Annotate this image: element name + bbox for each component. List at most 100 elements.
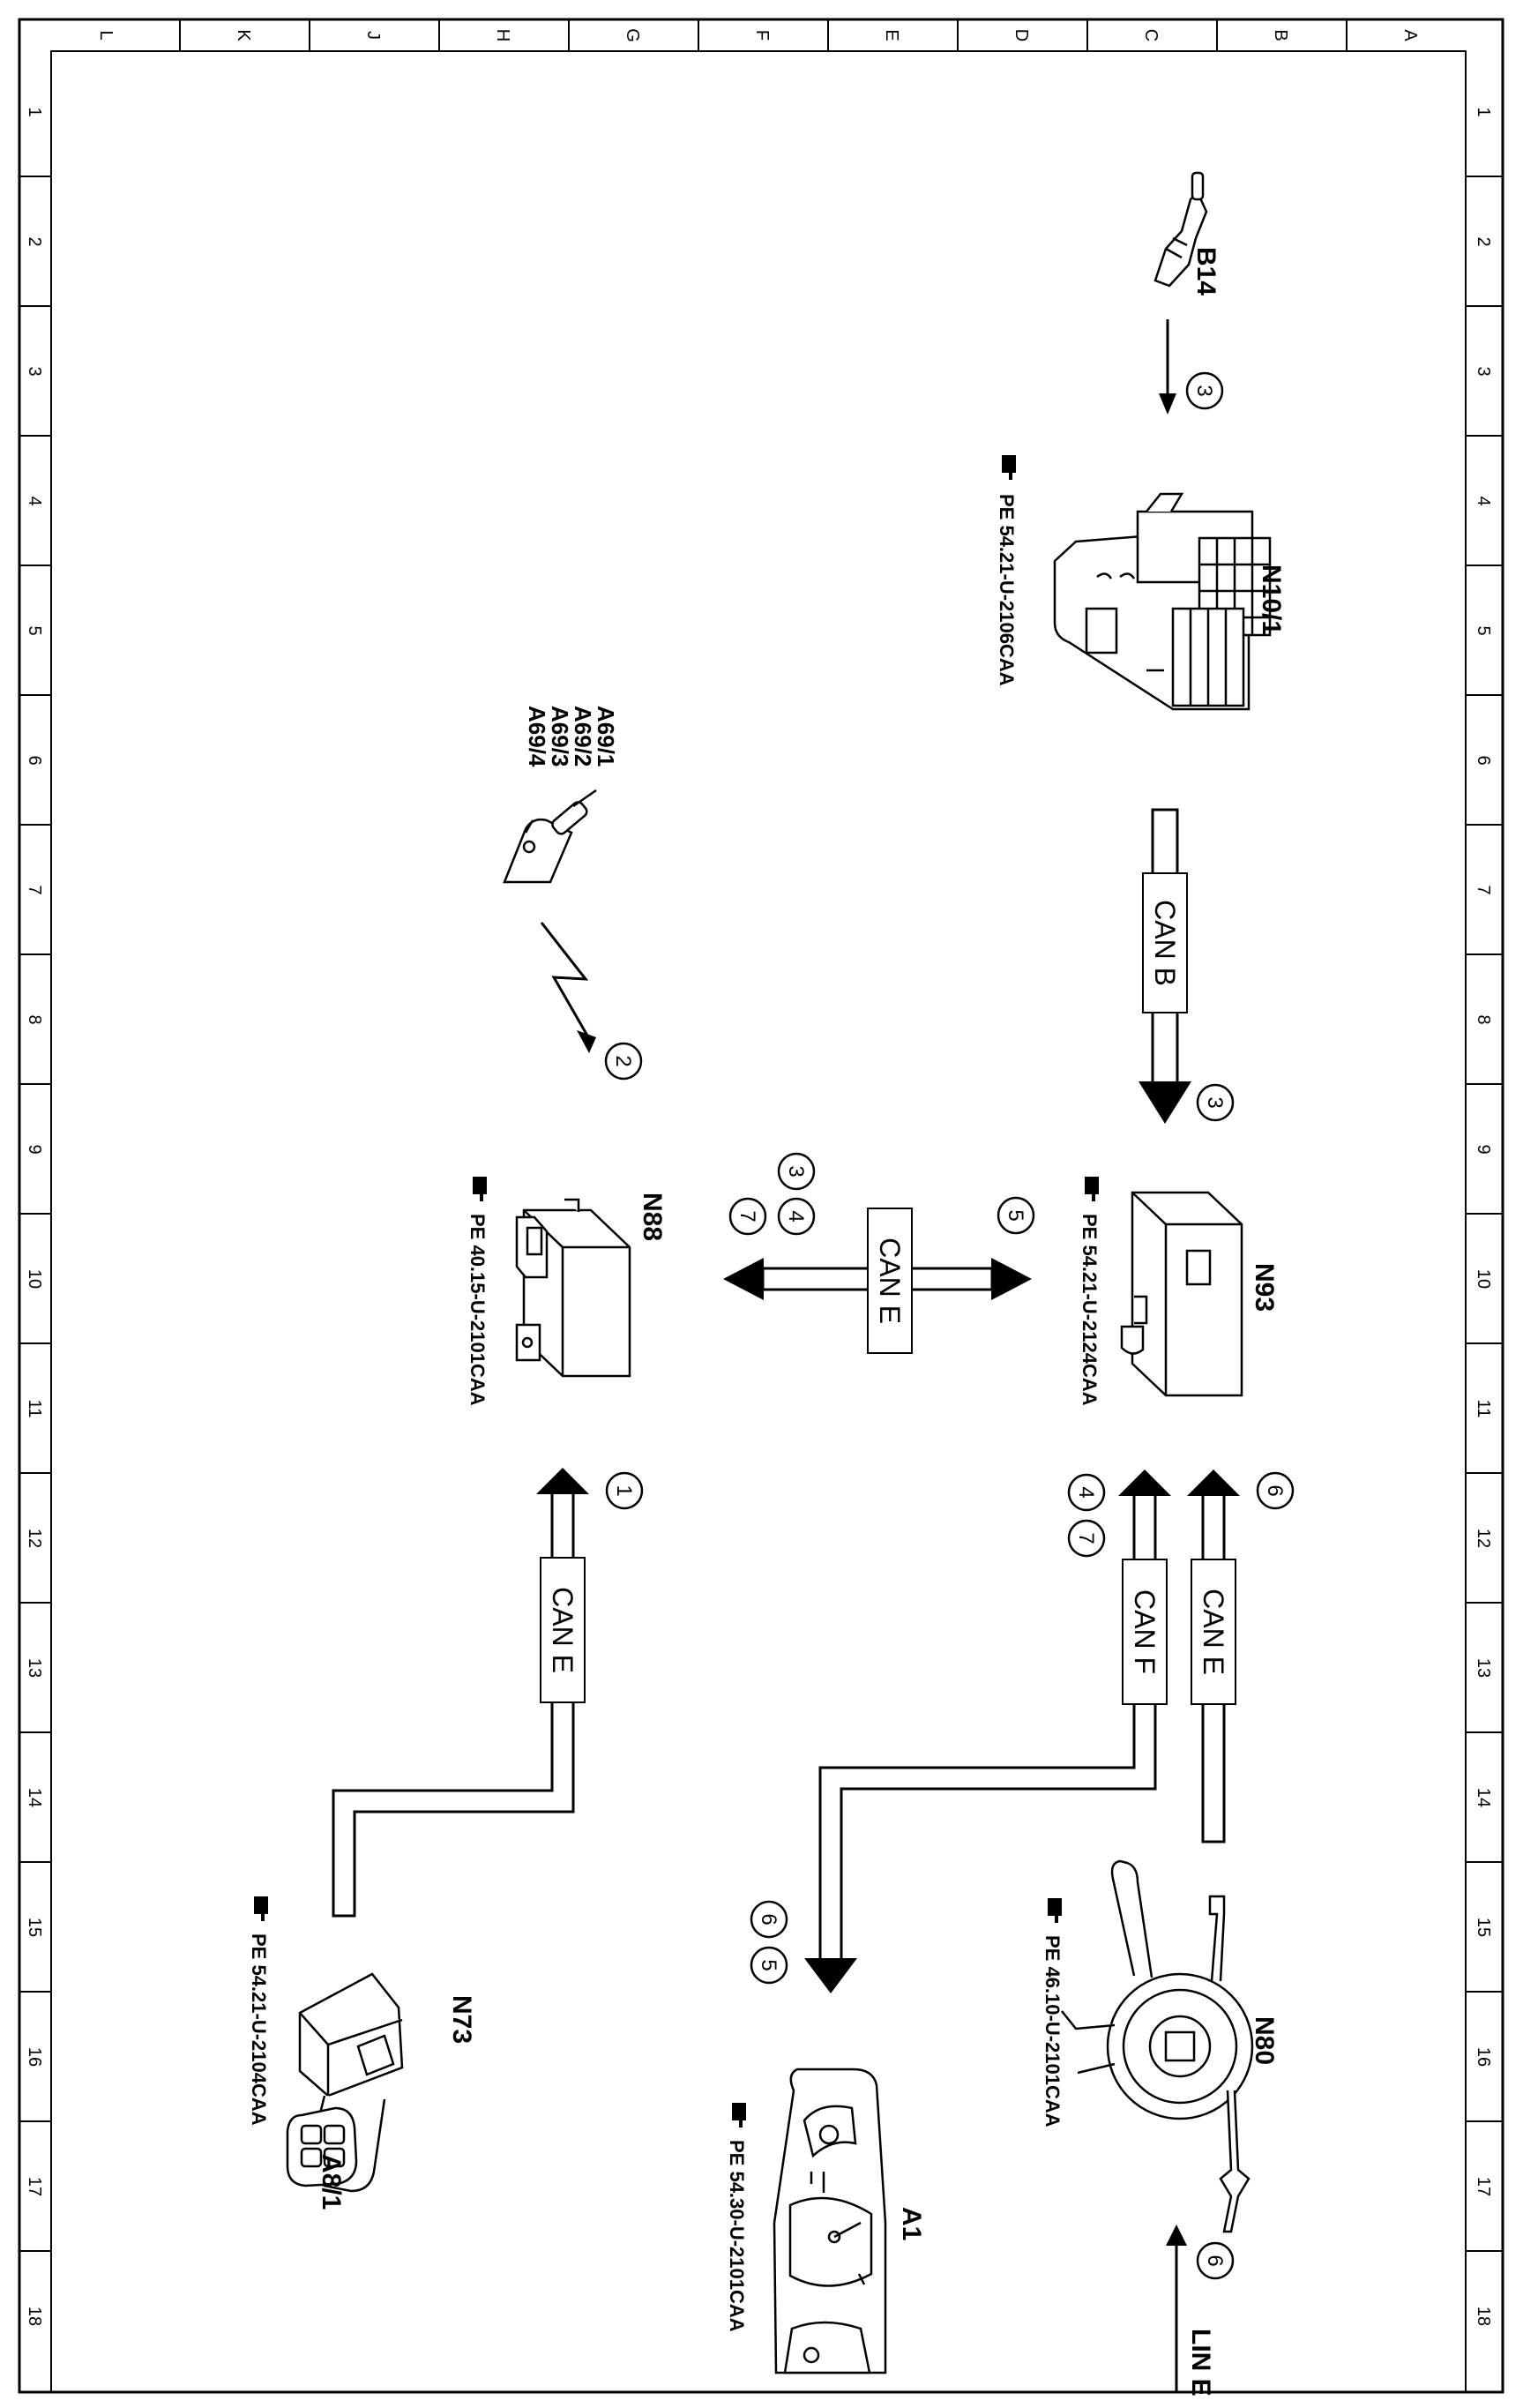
grid-col-label: L	[96, 30, 116, 40]
n73-reference: PE 54.21-U-2104CAA	[248, 1896, 270, 2126]
step-number: 3	[1192, 385, 1216, 396]
a69-label: A69/3	[547, 706, 573, 767]
n80-label: N80	[1250, 2016, 1279, 2065]
step-number: 7	[1074, 1532, 1098, 1544]
grid-col-label: H	[493, 29, 512, 41]
step-badge: 4	[777, 1197, 816, 1236]
n93-gateway-module: N93 PE 54.21-U-2124CAA	[1079, 1177, 1279, 1406]
n88-tpms-control-unit: N88 PE 40.15-U-2101CAA	[467, 1177, 667, 1406]
step-number: 7	[735, 1210, 759, 1222]
grid-row-label: 9	[25, 1144, 44, 1154]
grid-row-label: 5	[1474, 625, 1493, 635]
can-b-bus: CAN B 3	[1139, 808, 1235, 1124]
a69-label: A69/1	[593, 706, 619, 767]
b14-signal-arrow	[1159, 319, 1176, 415]
can-e-n88-label: CAN E	[547, 1587, 579, 1673]
n80-steering-column-module: N80 PE 46.10-U-2101CAA 6 LIN E	[1041, 1859, 1279, 2397]
a1-instrument-cluster: A1 PE 54.30-U-2101CAA	[726, 2068, 926, 2374]
grid-row-label: 13	[1474, 1658, 1493, 1678]
can-b-label: CAN B	[1149, 900, 1181, 986]
grid-row-label: 16	[1474, 2047, 1493, 2067]
grid-row-label: 11	[25, 1400, 44, 1418]
n10-1-reference: PE 54.21-U-2106CAA	[996, 455, 1018, 686]
can-f-label: CAN F	[1129, 1589, 1161, 1674]
step-number: 5	[1004, 1209, 1027, 1221]
step-badge: 1	[605, 1471, 644, 1510]
a1-label: A1	[897, 2207, 926, 2240]
can-e-main-label: CAN E	[874, 1238, 906, 1324]
b14-sensor-icon	[1153, 171, 1208, 288]
grid-frame: L K J H G F E D C B A 1 2 3 4 5 6 7 8 9 …	[18, 18, 1504, 2394]
grid-row-label: 8	[1474, 1014, 1493, 1024]
wireless-signal-icon	[540, 922, 596, 1053]
step-number: 6	[757, 1913, 780, 1925]
step-number: 3	[784, 1165, 808, 1177]
n73-label: N73	[447, 1995, 476, 2044]
n88-module-icon	[515, 1198, 631, 1378]
grid-row-label: 6	[1474, 755, 1493, 765]
can-e-n80-label: CAN E	[1198, 1589, 1229, 1675]
grid-row-label: 18	[25, 2307, 44, 2326]
can-e-n88-bus: CAN E 1	[332, 1468, 644, 1918]
step-badge: 6	[1196, 2241, 1235, 2280]
grid-row-label: 3	[25, 366, 44, 376]
a8-1-label: A8/1	[317, 2154, 346, 2210]
a69-label: A69/4	[524, 706, 550, 767]
n93-module-icon	[1120, 1191, 1243, 1397]
grid-row-label: 15	[25, 1918, 44, 1937]
n93-reference: PE 54.21-U-2124CAA	[1079, 1177, 1101, 1406]
grid-col-label: G	[623, 28, 642, 42]
grid-row-label: 12	[25, 1529, 44, 1548]
step-number: 6	[1203, 2255, 1227, 2266]
grid-col-label: K	[234, 29, 253, 41]
a69-sensor-icon	[503, 789, 597, 884]
step-badge: 4	[1067, 1473, 1106, 1512]
key-fob-icon	[286, 2106, 358, 2187]
grid-row-label: 2	[1474, 236, 1493, 246]
grid-col-label: D	[1012, 29, 1031, 41]
grid-col-label: J	[363, 31, 383, 40]
grid-row-label: 3	[1474, 366, 1493, 376]
grid-row-label: 2	[25, 236, 44, 246]
n88-reference: PE 40.15-U-2101CAA	[467, 1177, 489, 1406]
grid-row-label: 8	[25, 1014, 44, 1024]
grid-row-label: 1	[25, 107, 44, 116]
grid-row-label: 13	[25, 1658, 44, 1678]
n88-label: N88	[638, 1193, 667, 1241]
can-e-main-bus: CAN E 3 4 7 5	[723, 1152, 1035, 1354]
step-number: 6	[1263, 1484, 1287, 1496]
step-badge: 5	[750, 1946, 788, 1985]
n10-1-module-icon	[1053, 492, 1272, 711]
hand-pointer-icon	[473, 1177, 487, 1201]
grid-row-label: 10	[25, 1269, 44, 1289]
n80-module-icon	[1061, 1859, 1254, 2233]
n93-ref-text: PE 54.21-U-2124CAA	[1079, 1214, 1101, 1406]
grid-row-label: 4	[1474, 496, 1493, 505]
step-number: 3	[1203, 1096, 1227, 1108]
grid-col-label: C	[1141, 29, 1161, 41]
grid-row-label: 9	[1474, 1144, 1493, 1154]
step-number: 4	[784, 1210, 808, 1222]
grid-row-label: 17	[1474, 2177, 1493, 2196]
grid-row-label: 1	[1474, 107, 1493, 116]
grid-row-label: 6	[25, 755, 44, 765]
grid-row-label: 11	[1474, 1400, 1493, 1418]
grid-col-label: F	[752, 30, 772, 41]
n80-reference: PE 46.10-U-2101CAA	[1041, 1898, 1064, 2128]
hand-pointer-icon	[732, 2103, 746, 2128]
n80-ref-text: PE 46.10-U-2101CAA	[1041, 1935, 1064, 2128]
step-number: 4	[1074, 1486, 1098, 1498]
b14-temperature-sensor: B14 3	[1153, 171, 1224, 415]
n73-ref-text: PE 54.21-U-2104CAA	[248, 1933, 270, 2126]
grid-col-label: B	[1271, 29, 1290, 41]
grid-col-label: A	[1400, 29, 1420, 41]
grid-row-label: 5	[25, 625, 44, 635]
grid-row-label: 18	[1474, 2307, 1493, 2326]
step-number: 5	[757, 1959, 780, 1971]
a1-reference: PE 54.30-U-2101CAA	[726, 2103, 748, 2332]
a69-label: A69/2	[570, 706, 596, 767]
grid-row-label: 14	[25, 1788, 44, 1807]
grid-col-label: E	[882, 29, 901, 41]
hand-pointer-icon	[1085, 1177, 1099, 1201]
grid-row-label: 14	[1474, 1788, 1493, 1807]
